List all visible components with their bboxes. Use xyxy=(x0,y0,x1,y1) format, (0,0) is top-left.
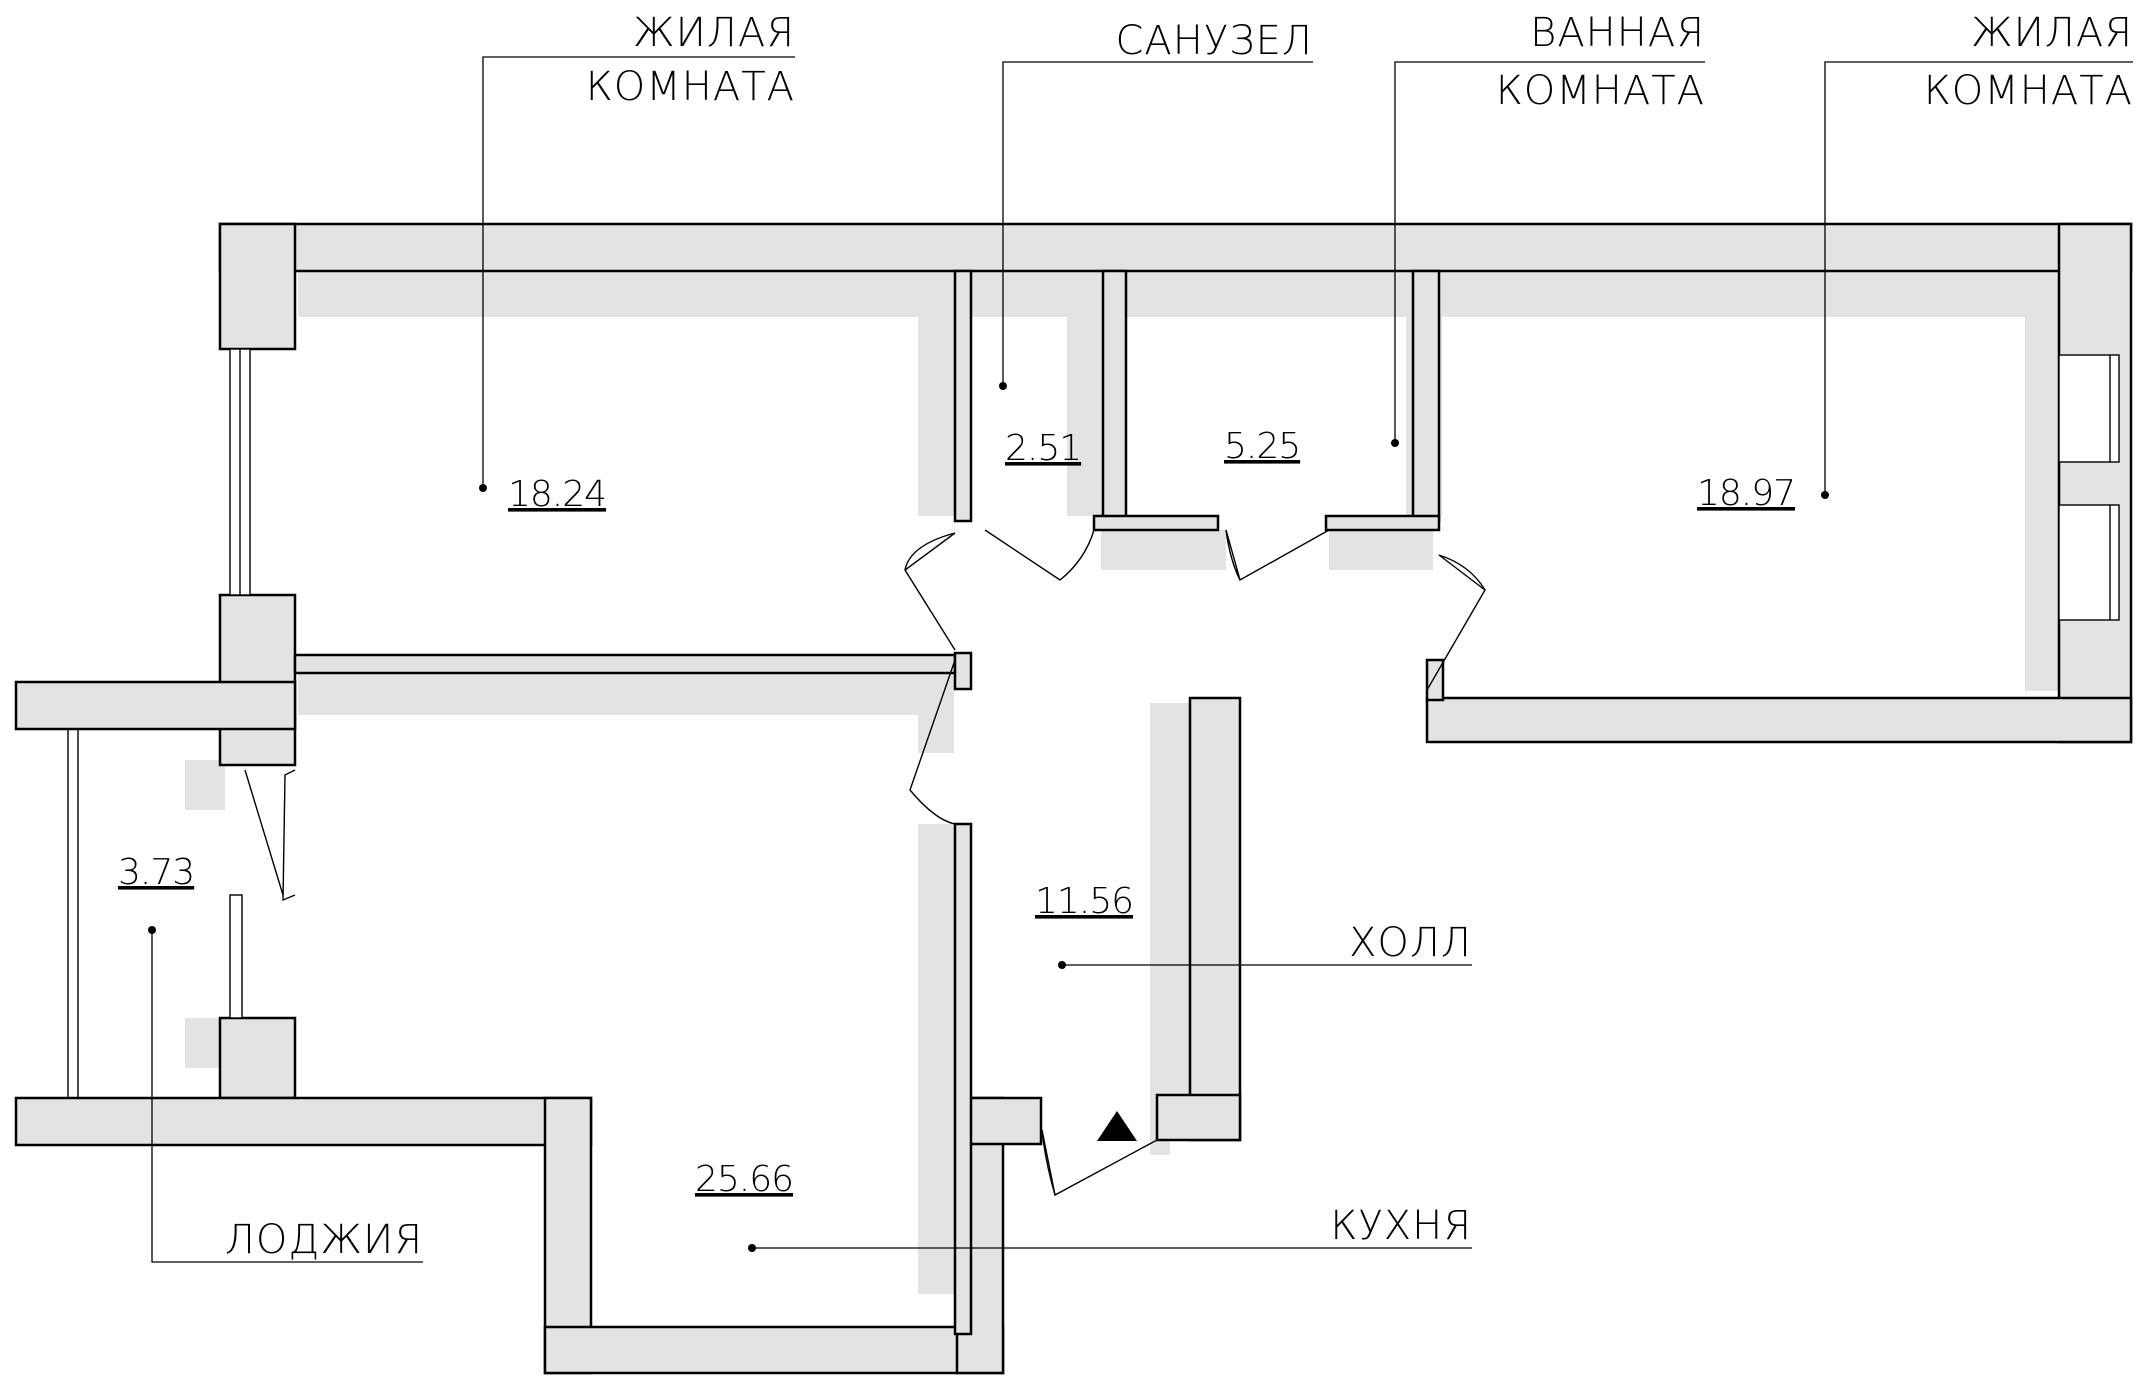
entrance-marker-icon xyxy=(1097,1111,1137,1141)
partition-living-kitchen xyxy=(293,653,957,675)
door-living-left xyxy=(904,532,956,651)
kitchen-bottom-wall xyxy=(543,1325,1005,1375)
wc-bath-bottom-right xyxy=(1324,514,1441,532)
right-wall xyxy=(2057,222,2133,744)
partition-bath-living xyxy=(1411,269,1441,523)
area-hall: 11.56 xyxy=(1035,881,1133,922)
walls xyxy=(14,222,2133,1375)
label-wc: САНУЗЕЛ xyxy=(1115,18,1313,64)
loggia-bottom-slab xyxy=(14,1096,593,1147)
top-wall xyxy=(218,222,2133,273)
left-wall-lower-pier xyxy=(218,1016,297,1100)
room-labels: ЖИЛАЯ КОМНАТА САНУЗЕЛ ВАННАЯ КОМНАТА ЖИЛ… xyxy=(225,10,2133,1263)
area-kitchen: 25.66 xyxy=(695,1159,793,1200)
leader-bath xyxy=(1394,61,1705,443)
label-bath-2: КОМНАТА xyxy=(1496,68,1705,114)
right-living-bottom-wall xyxy=(1425,696,2133,744)
label-hall: ХОЛЛ xyxy=(1349,920,1472,966)
left-wall-pier xyxy=(218,593,297,767)
left-wall-upper xyxy=(218,222,297,351)
windows xyxy=(67,348,2120,1098)
label-loggia: ЛОДЖИЯ xyxy=(225,1217,423,1263)
right-window-lower xyxy=(2058,504,2120,621)
entrance-right-jamb xyxy=(1155,1093,1242,1142)
leader-living-right xyxy=(1824,61,2133,495)
wc-bath-bottom-left xyxy=(1092,514,1220,532)
area-living-right: 18.97 xyxy=(1697,473,1795,514)
label-bath-1: ВАННАЯ xyxy=(1530,10,1705,56)
loggia-top-slab xyxy=(14,680,297,731)
label-living-right-2: КОМНАТА xyxy=(1924,68,2133,114)
room-areas: 18.24 2.51 5.25 18.97 11.56 25.66 3.73 xyxy=(118,426,1796,1200)
area-loggia: 3.73 xyxy=(118,852,194,893)
leader-wc xyxy=(1002,61,1313,386)
area-bath: 5.25 xyxy=(1224,426,1300,467)
leader-living-left xyxy=(482,56,795,488)
label-living-left-2: КОМНАТА xyxy=(586,64,795,110)
doors xyxy=(244,529,1486,1197)
loggia-door-glass xyxy=(229,894,243,1019)
area-living-left: 18.24 xyxy=(508,474,606,515)
door-loggia xyxy=(282,769,296,902)
hall-right-wall xyxy=(1188,696,1242,1142)
partition-wc-bath xyxy=(1101,269,1128,523)
partition-kitchen-hall xyxy=(953,822,973,1336)
partition-living-hall-upper xyxy=(953,269,973,523)
door-wc xyxy=(984,529,1095,581)
area-wc: 2.51 xyxy=(1005,428,1081,469)
wall-shadows xyxy=(185,271,2061,1294)
label-kitchen: КУХНЯ xyxy=(1330,1203,1472,1249)
partition-stub xyxy=(953,651,973,691)
leader-loggia xyxy=(151,930,423,1263)
label-living-left-1: ЖИЛАЯ xyxy=(633,10,795,56)
door-bath xyxy=(1225,529,1330,582)
label-living-right-1: ЖИЛАЯ xyxy=(1971,10,2133,56)
right-window-upper xyxy=(2058,354,2120,463)
door-kitchen xyxy=(909,659,956,825)
leaders xyxy=(148,56,2133,1263)
